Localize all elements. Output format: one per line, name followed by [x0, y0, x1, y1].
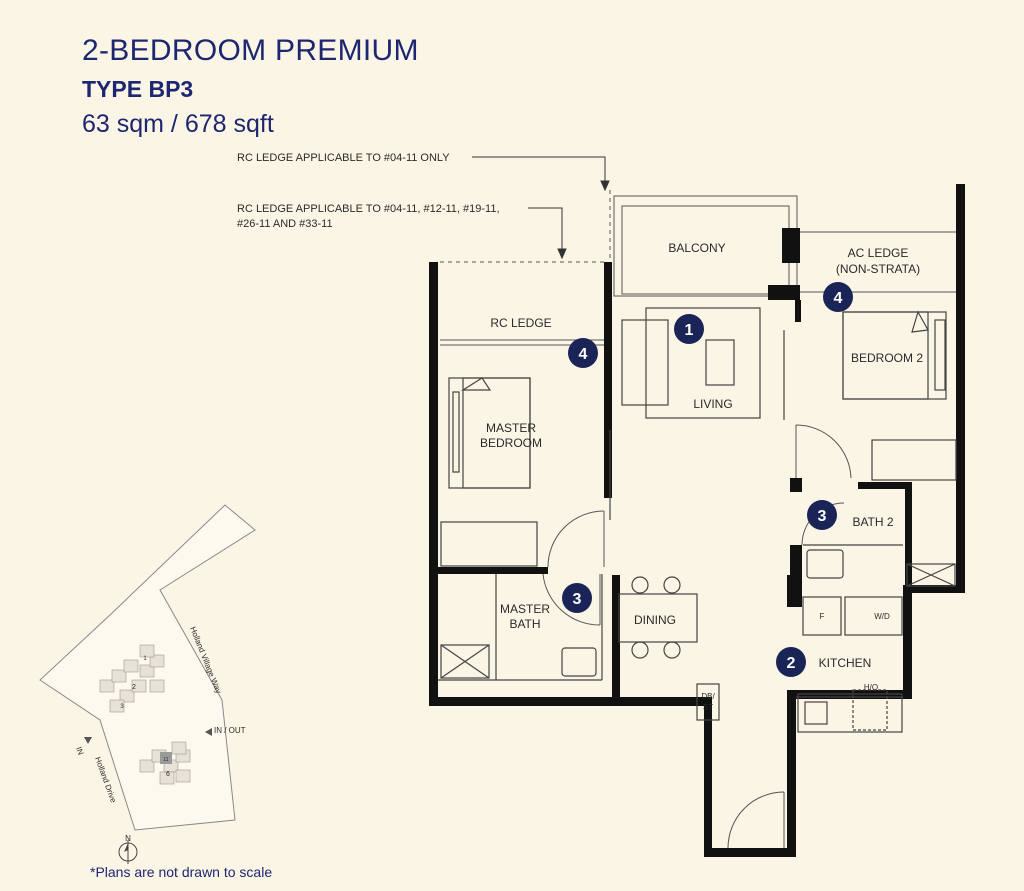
leader-lines	[472, 156, 610, 260]
rc-ledge-note-2-line1: RC LEDGE APPLICABLE TO #04-11, #12-11, #…	[237, 203, 500, 215]
plan-title: 2-BEDROOM PREMIUM	[82, 34, 419, 67]
room-master-bedroom-line1: MASTER	[486, 421, 536, 435]
room-ac-ledge-non-strata: (NON-STRATA)	[836, 262, 920, 276]
washer-label: W/D	[874, 612, 890, 621]
marker-3-bath-2: 3	[807, 500, 837, 530]
svg-text:4: 4	[834, 290, 843, 307]
bed-master	[448, 377, 531, 489]
site-building-block-1	[99, 644, 165, 713]
room-master-bath-line1: MASTER	[500, 602, 550, 616]
room-balcony: BALCONY	[668, 241, 725, 255]
marker-3-master-bath: 3	[562, 583, 592, 613]
room-master-bath-line2: BATH	[509, 617, 540, 631]
marker-1: 1	[674, 314, 704, 344]
rc-ledge-note-2-line2: #26-11 AND #33-11	[237, 218, 333, 230]
north-arrow-icon: N	[118, 834, 138, 864]
svg-text:3: 3	[573, 591, 582, 608]
site-number-label: 6	[166, 771, 170, 778]
site-block-1-label: 1	[143, 656, 147, 662]
room-bath-2: BATH 2	[852, 515, 893, 529]
room-living: LIVING	[693, 397, 732, 411]
svg-text:4: 4	[579, 346, 588, 363]
site-building-block-2	[139, 741, 191, 785]
hob-label: H/O	[864, 683, 878, 692]
scale-note: *Plans are not drawn to scale	[90, 864, 273, 880]
room-rc-ledge: RC LEDGE	[490, 316, 551, 330]
marker-2: 2	[776, 647, 806, 677]
db-label-line2: ST	[703, 703, 713, 712]
site-block-2-label: 2	[132, 684, 136, 691]
site-in-label: IN	[74, 746, 85, 757]
door-swings	[542, 424, 852, 849]
site-unit-label: 11	[163, 757, 168, 763]
in-out-arrow	[205, 728, 212, 736]
site-key-plan: 2 1 3 11 6 Holland Village Way Holland D…	[39, 504, 256, 864]
dining-set	[618, 576, 698, 659]
site-unit-highlight	[160, 752, 172, 764]
fridge-label: F	[820, 612, 825, 621]
room-dining: DINING	[634, 613, 676, 627]
room-bedroom-2: BEDROOM 2	[851, 351, 923, 365]
room-ac-ledge: AC LEDGE	[848, 246, 909, 260]
room-kitchen: KITCHEN	[819, 656, 872, 670]
rc-ledge-note-1: RC LEDGE APPLICABLE TO #04-11 ONLY	[237, 152, 450, 164]
unit-type: TYPE BP3	[82, 76, 194, 102]
marker-4-rc-ledge: 4	[568, 338, 598, 368]
interior-lines	[438, 307, 957, 733]
north-label: N	[125, 834, 131, 843]
site-in-out-label: IN / OUT	[214, 726, 246, 735]
svg-text:3: 3	[818, 508, 827, 525]
svg-text:1: 1	[685, 322, 694, 339]
site-block-3-label: 3	[120, 704, 124, 710]
in-arrow	[84, 737, 92, 744]
unit-area: 63 sqm / 678 sqft	[82, 110, 274, 138]
marker-4-ac-ledge: 4	[823, 282, 853, 312]
svg-text:2: 2	[787, 655, 796, 672]
room-master-bedroom-line2: BEDROOM	[480, 436, 542, 450]
bed-bedroom-2	[842, 310, 947, 400]
db-label-line1: DB/	[701, 692, 715, 701]
